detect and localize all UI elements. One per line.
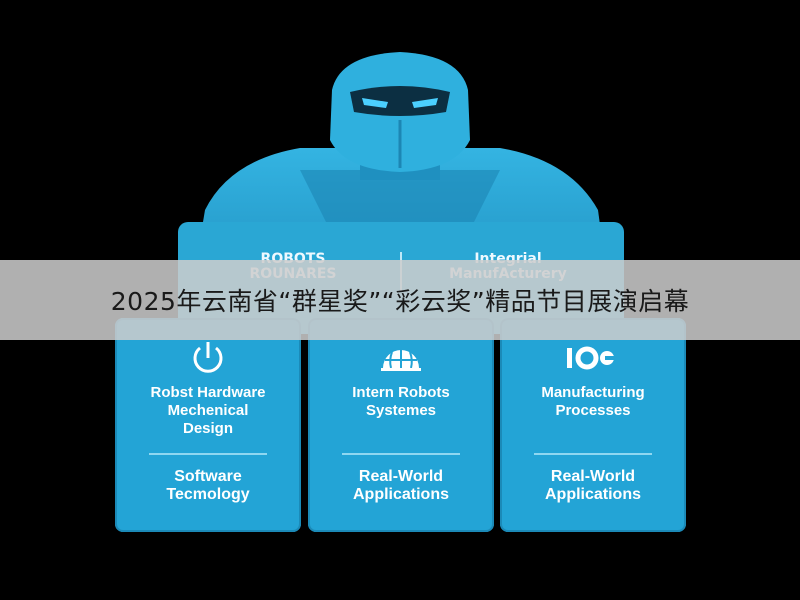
card-primary-text: Intern Robots Systemes bbox=[352, 384, 450, 419]
card-divider bbox=[534, 453, 652, 455]
caption-banner: 2025年云南省“群星奖”“彩云奖”精品节目展演启幕 bbox=[0, 260, 800, 340]
card-secondary-text: Software Tecmology bbox=[166, 468, 250, 503]
card-secondary-text: Real-World Applications bbox=[544, 468, 641, 503]
caption-text: 2025年云南省“群星奖”“彩云奖”精品节目展演启幕 bbox=[110, 287, 690, 316]
card-divider bbox=[342, 453, 460, 455]
card-hardware: Robst Hardware Mechenical Design Softwar… bbox=[115, 318, 301, 532]
card-manufacturing: Manufacturing Processes Real-World Appli… bbox=[500, 318, 686, 532]
card-primary-text: Robst Hardware Mechenical Design bbox=[150, 384, 266, 437]
card-secondary-text: Real-World Applications bbox=[352, 468, 449, 503]
card-divider bbox=[149, 453, 267, 455]
power-icon bbox=[115, 338, 301, 378]
io-icon bbox=[500, 338, 686, 378]
globe-icon bbox=[308, 338, 494, 378]
card-systems: Intern Robots Systemes Real-World Applic… bbox=[308, 318, 494, 532]
card-primary-text: Manufacturing Processes bbox=[541, 384, 645, 419]
